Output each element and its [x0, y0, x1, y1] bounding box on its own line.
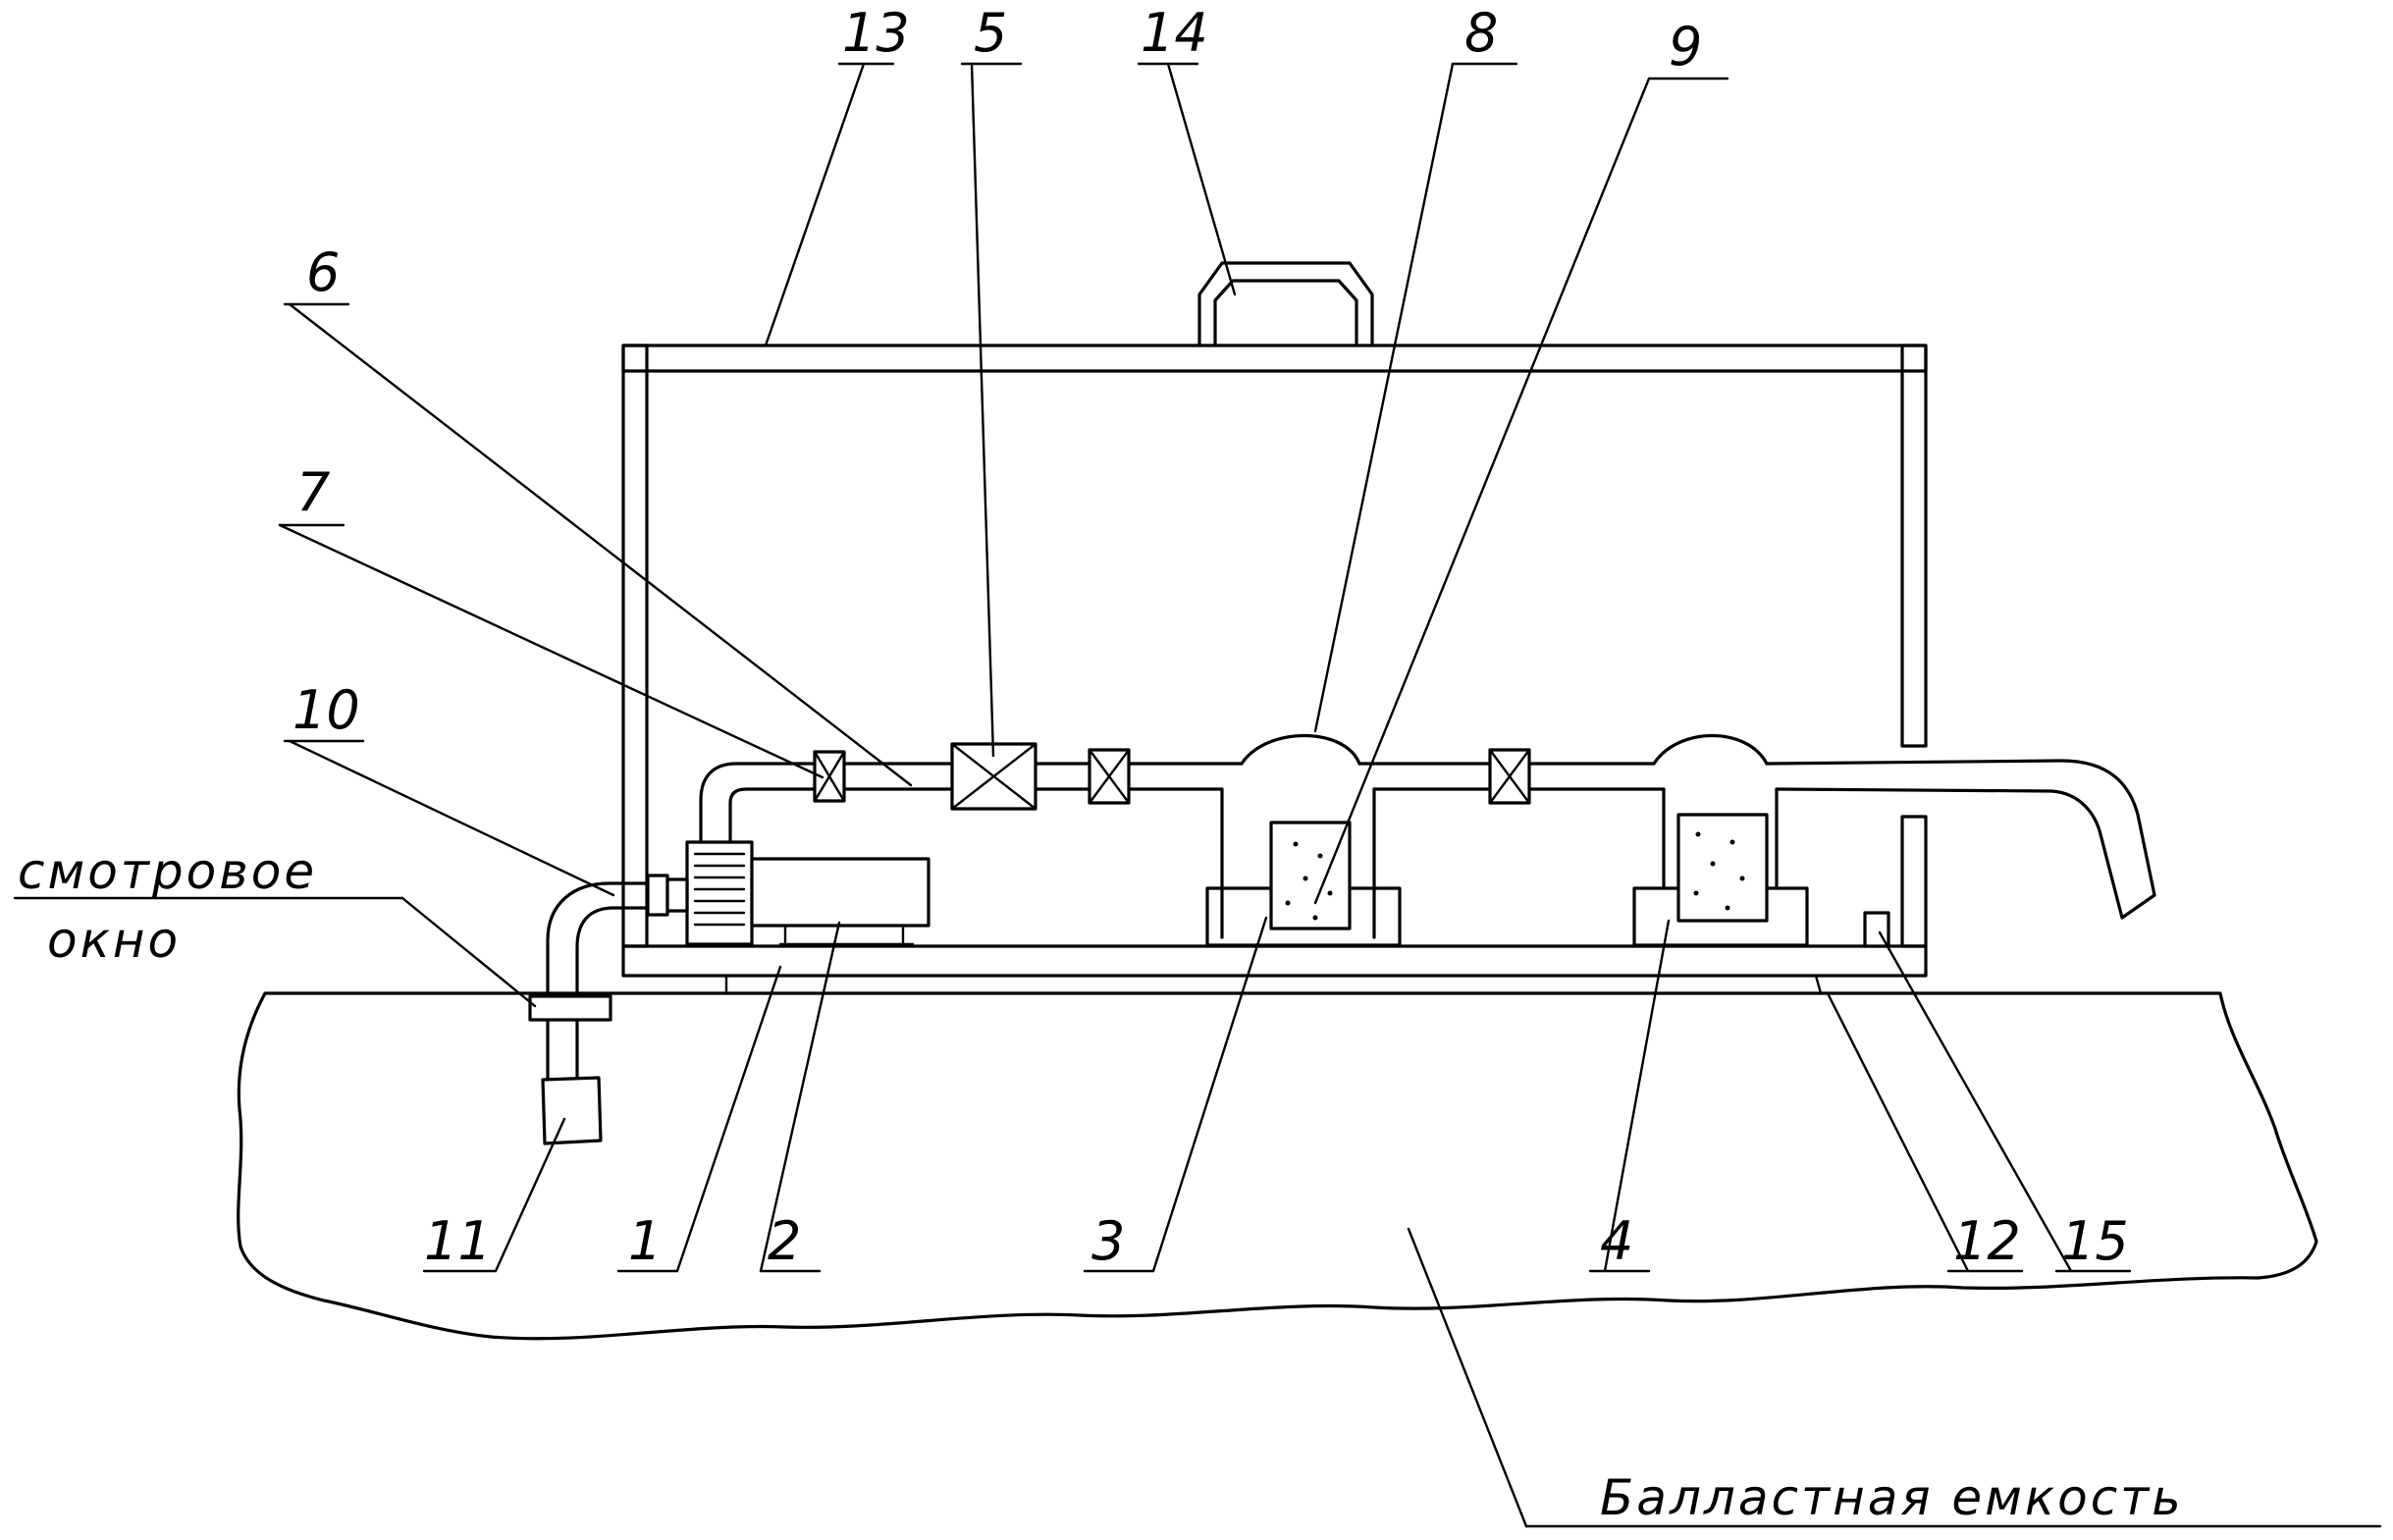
window-label-line2: окно: [47, 912, 181, 969]
compressor-unit: [685, 840, 931, 946]
label-6: 6: [306, 241, 340, 303]
label-8: 8: [1464, 2, 1498, 64]
ballast-tank-outline: [237, 991, 2318, 1341]
label-4: 4: [1600, 1210, 1633, 1272]
label-9: 9: [1669, 16, 1702, 78]
label-10: 10: [292, 679, 360, 741]
window-label-line1: смотровое: [18, 843, 317, 900]
handle-inner: [1213, 279, 1358, 347]
label-15: 15: [2061, 1210, 2129, 1272]
valve-right: [1488, 748, 1531, 805]
handle: [1197, 261, 1374, 347]
label-14: 14: [1141, 2, 1208, 64]
valve-middle: [1088, 748, 1131, 805]
leader-lines: [13, 62, 2382, 1528]
label-13: 13: [842, 2, 910, 64]
label-1: 1: [628, 1210, 662, 1272]
label-2: 2: [768, 1210, 801, 1272]
floor-support-right: [1814, 974, 1823, 995]
label-3: 3: [1091, 1210, 1125, 1272]
ballast-tank-label: Балластная емкость: [1600, 1469, 2184, 1526]
label-7: 7: [296, 461, 330, 523]
filter-4: [1632, 813, 1809, 947]
intake-pipe: [528, 874, 689, 1145]
label-12: 12: [1953, 1210, 2021, 1272]
main-pipeline: [699, 734, 2156, 939]
filter-3: [1205, 821, 1402, 947]
valve-5: [950, 742, 1037, 811]
housing-walls: [621, 344, 1930, 978]
label-5: 5: [974, 2, 1007, 64]
label-11: 11: [424, 1210, 492, 1272]
